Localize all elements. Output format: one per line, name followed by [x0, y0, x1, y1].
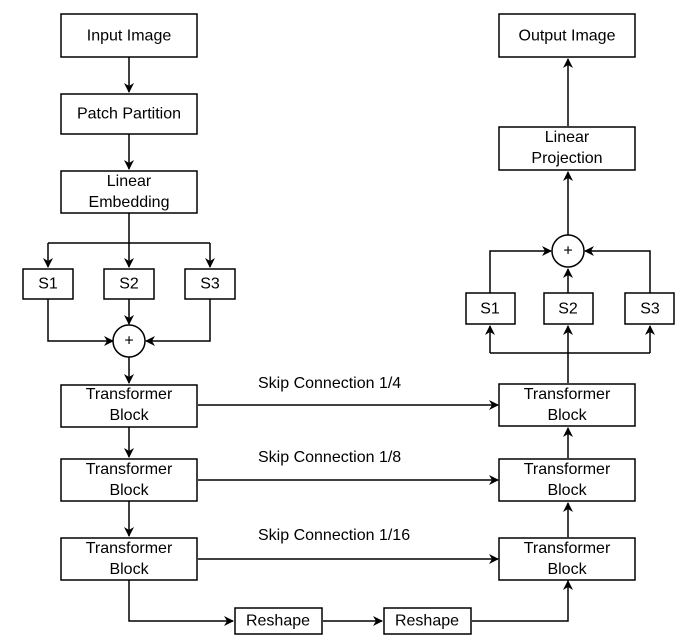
- decoder-transformer-block-2-label-line-2: Block: [547, 482, 587, 499]
- decoder-s2-box: S2: [543, 292, 594, 325]
- encoder-transformer-block-2-label-line-2: Block: [109, 482, 149, 499]
- decoder-s2-box-label-line-1: S2: [558, 301, 578, 318]
- decoder-sum-junction: +: [551, 234, 585, 268]
- linear-embedding-box-label-line-2: Embedding: [89, 194, 170, 211]
- decoder-s3-box-label-line-1: S3: [640, 301, 660, 318]
- edge-enc-tb3-to-reshape1: [128, 580, 234, 626]
- decoder-transformer-block-3-label-line-1: Transformer: [524, 540, 611, 557]
- encoder-s2-box: S2: [103, 268, 155, 300]
- encoder-s1-box: S1: [22, 268, 74, 300]
- decoder-sum-symbol: +: [563, 243, 572, 260]
- patch-partition-box: Patch Partition: [60, 93, 198, 135]
- encoder-sum-symbol: +: [124, 333, 133, 350]
- input-image-box: Input Image: [60, 13, 198, 58]
- encoder-transformer-block-3-label-line-2: Block: [109, 561, 149, 578]
- edge-enc-s1-to-sum: [47, 299, 114, 346]
- encoder-s1-box-label-line-1: S1: [38, 276, 58, 293]
- patch-partition-box-label-line-1: Patch Partition: [77, 106, 181, 123]
- decoder-s3-box: S3: [624, 292, 675, 325]
- edge-reshape2-to-dec-tb3: [472, 580, 573, 622]
- edge-dec-s1-to-sum: [489, 246, 552, 293]
- reshape-box-1: Reshape: [234, 607, 323, 635]
- linear-projection-box-label-line-1: Linear: [545, 129, 590, 146]
- edge-enc-s3-to-sum: [145, 299, 211, 346]
- encoder-s3-box-label-line-1: S3: [200, 276, 220, 293]
- decoder-s1-box-label-line-1: S1: [480, 301, 500, 318]
- encoder-s3-box: S3: [184, 268, 236, 300]
- reshape-box-2-label-line-1: Reshape: [395, 613, 459, 630]
- encoder-s2-box-label-line-1: S2: [119, 276, 139, 293]
- skip-label-1-16: Skip Connection 1/16: [258, 527, 410, 544]
- edges: [43, 57, 655, 626]
- encoder-sum-junction: +: [112, 324, 146, 358]
- skip-label-1-4: Skip Connection 1/4: [258, 375, 401, 392]
- encoder-transformer-block-1-label-line-1: Transformer: [86, 386, 173, 403]
- reshape-box-2: Reshape: [383, 607, 472, 635]
- decoder-s1-box: S1: [465, 292, 516, 325]
- reshape-box-1-label-line-1: Reshape: [246, 613, 310, 630]
- nodes: Input Image Patch Partition LinearEmbedd…: [22, 13, 675, 635]
- edge-dec-s3-to-sum: [584, 246, 651, 293]
- output-image-box: Output Image: [498, 13, 636, 58]
- decoder-transformer-block-3-label-line-2: Block: [547, 561, 587, 578]
- encoder-transformer-block-1-label-line-2: Block: [109, 407, 149, 424]
- linear-embedding-box-label-line-1: Linear: [107, 173, 152, 190]
- input-image-box-label-line-1: Input Image: [87, 28, 172, 45]
- decoder-transformer-block-1-label-line-1: Transformer: [524, 386, 611, 403]
- decoder-transformer-block-2-label-line-1: Transformer: [524, 461, 611, 478]
- decoder-transformer-block-1-label-line-2: Block: [547, 407, 587, 424]
- output-image-box-label-line-1: Output Image: [519, 28, 616, 45]
- encoder-transformer-block-2-label-line-1: Transformer: [86, 461, 173, 478]
- linear-projection-box-label-line-2: Projection: [531, 150, 602, 167]
- skip-label-1-8: Skip Connection 1/8: [258, 449, 401, 466]
- encoder-transformer-block-3-label-line-1: Transformer: [86, 540, 173, 557]
